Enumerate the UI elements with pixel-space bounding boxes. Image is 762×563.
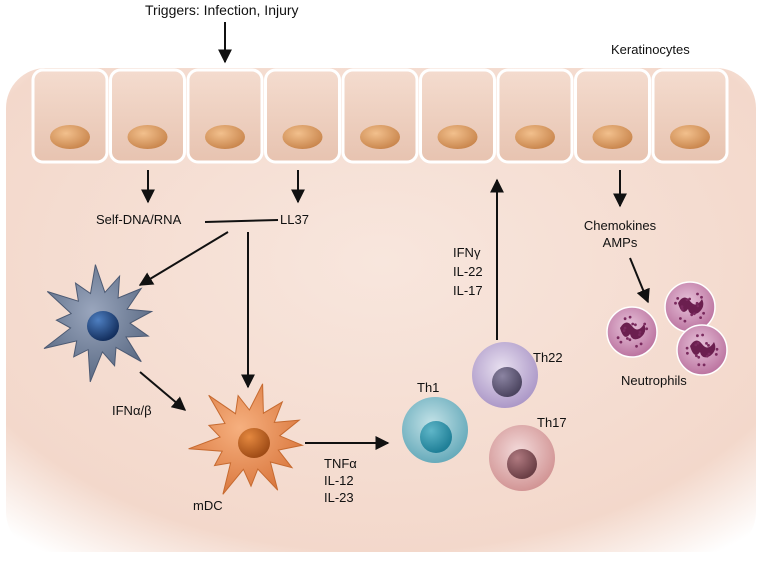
neutrophil-cluster [606,281,728,376]
keratinocyte-cell [496,68,574,164]
ifn-ab-label: IFNα/β [112,403,152,418]
pdc-to-mdc-arrow [139,371,187,411]
th-cytokine-ifng: IFNγ [453,245,481,260]
mdc-cell [188,383,305,495]
neutrophil-nucleus [678,297,704,315]
neutrophil-cell [664,281,716,333]
keratinocyte-nucleus [670,125,710,149]
neutrophil-cell [676,324,728,376]
th-cytokines: IFNγ IL-22 IL-17 [453,243,483,300]
th-cytokine-il17: IL-17 [453,283,483,298]
keratinocyte-row [31,68,729,164]
th1-cell [402,397,468,463]
mdc-cytokine-il23: IL-23 [324,490,354,505]
th17-label: Th17 [537,415,567,430]
th-cytokine-il22: IL-22 [453,264,483,279]
pdc-cell [43,264,154,383]
keratinocyte-nucleus [515,125,555,149]
triggers-label: Triggers: Infection, Injury [145,2,299,18]
keratinocyte-nucleus [50,125,90,149]
keratinocyte-cell [31,68,109,164]
ll37-label: LL37 [280,212,309,227]
pdc-nucleus [87,311,119,341]
amps-label: AMPs [602,235,638,250]
pathway-arrows [138,22,650,450]
chemokines-amps: Chemokines AMPs [574,217,666,251]
tissue-background [6,68,756,552]
mdc-label: mDC [193,498,223,513]
keratinocyte-cell [419,68,496,164]
keratinocyte-cell [574,68,651,164]
mdc-nucleus [238,428,270,458]
keratinocyte-nucleus [282,125,323,149]
keratinocyte-nucleus [127,125,168,149]
keratinocyte-cell [264,68,341,164]
th22-label: Th22 [533,350,563,365]
complex-to-pdc-arrow [138,231,229,286]
chemokines-label: Chemokines [583,218,657,233]
keratinocyte-cell [341,68,419,164]
th17-cell [489,425,555,491]
keratinocyte-nucleus [205,125,245,149]
keratinocyte-cell [651,68,729,164]
neutrophil-cell [606,306,658,358]
th1-nucleus [420,421,452,453]
keratinocyte-cell [186,68,264,164]
mdc-cytokine-tnfa: TNFα [324,456,357,471]
th17-nucleus [507,449,537,479]
keratinocyte-nucleus [437,125,478,149]
self-dna-rna-label: Self-DNA/RNA [96,212,182,227]
mdc-cytokines: TNFα IL-12 IL-23 [324,455,357,506]
chemokines-to-neutrophils-arrow [629,257,650,304]
th22-cell [472,342,538,408]
mdc-cytokine-il12: IL-12 [324,473,354,488]
keratinocyte-cell [109,68,186,164]
th1-label: Th1 [417,380,440,395]
th22-nucleus [492,367,522,397]
keratinocyte-nucleus [592,125,633,149]
keratinocyte-nucleus [360,125,400,149]
keratinocytes-label: Keratinocytes [611,42,690,57]
neutrophils-label: Neutrophils [621,373,687,388]
dna-ll37-complex-line [204,219,279,223]
